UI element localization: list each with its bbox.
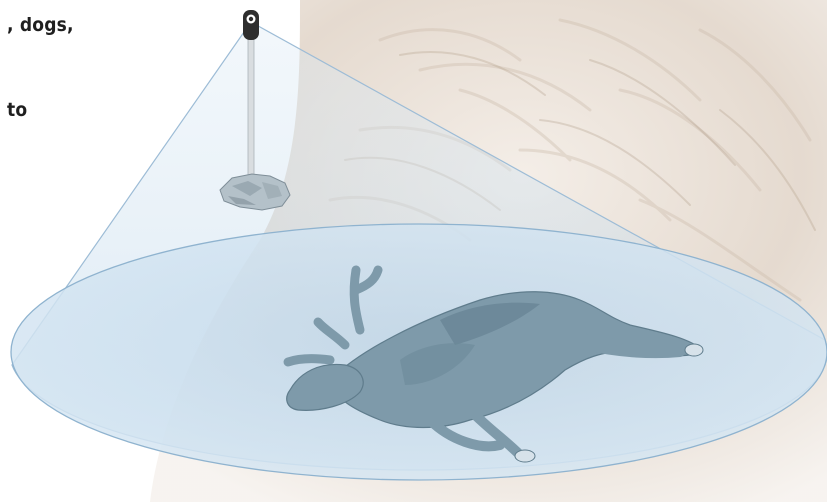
text-fragment-to: to bbox=[7, 99, 27, 121]
text-fragment-dogs: , dogs, bbox=[7, 14, 74, 36]
camera-pole bbox=[248, 36, 254, 182]
camera-icon bbox=[243, 10, 259, 40]
